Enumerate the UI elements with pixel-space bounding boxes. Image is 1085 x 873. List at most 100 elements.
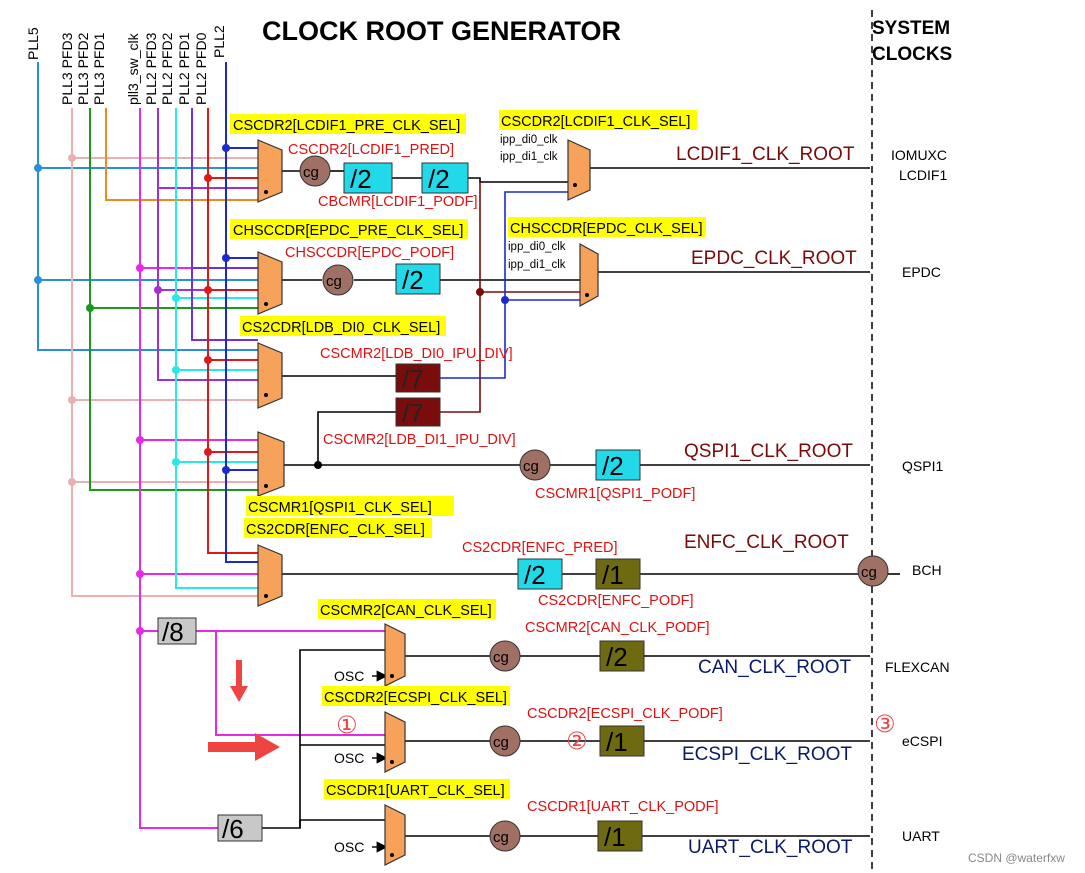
root-epdc: EPDC_CLK_ROOT <box>691 248 857 269</box>
svg-text:cg: cg <box>523 458 539 475</box>
source-label: PLL5 <box>25 27 41 60</box>
svg-text:/2: /2 <box>606 642 628 672</box>
cg-gate <box>322 264 354 296</box>
svg-text:cg: cg <box>861 564 877 581</box>
mux-epdc <box>579 242 599 308</box>
root-enfc: ENFC_CLK_ROOT <box>684 532 849 553</box>
root-ecspi: ECSPI_CLK_ROOT <box>682 744 852 765</box>
divider-box <box>395 263 441 295</box>
mux-epdc-pre <box>257 251 283 315</box>
svg-text:/7: /7 <box>402 398 424 428</box>
reg-lcdif1-podf: CBCMR[LCDIF1_PODF] <box>318 194 478 210</box>
reg-enfc-sel: CS2CDR[ENFC_CLK_SEL] <box>246 522 425 538</box>
watermark: CSDN @waterfxw <box>968 851 1065 865</box>
svg-text:/2: /2 <box>428 164 450 194</box>
reg-can-sel: CSCMR2[CAN_CLK_SEL] <box>320 603 492 619</box>
mux-enfc <box>257 544 283 607</box>
diagram-title: CLOCK ROOT GENERATOR <box>262 16 621 46</box>
signal-wiring <box>262 167 900 837</box>
svg-text:/1: /1 <box>604 822 626 852</box>
ipp-di1-label: ipp_di1_clk <box>508 259 566 271</box>
mux-qspi1 <box>257 431 285 497</box>
reg-ldb-di0-div: CSCMR2[LDB_DI0_IPU_DIV] <box>320 346 513 362</box>
mux-dots <box>264 183 589 857</box>
svg-text:/2: /2 <box>524 560 546 590</box>
reg-lcdif1-pre-sel: CSCDR2[LCDIF1_PRE_CLK_SEL] <box>233 118 460 134</box>
reg-epdc-pre-sel: CHSCCDR[EPDC_PRE_CLK_SEL] <box>233 223 463 239</box>
mux-lcdif1 <box>567 139 591 201</box>
reg-enfc-podf: CS2CDR[ENFC_PODF] <box>538 593 694 609</box>
svg-text:/6: /6 <box>222 814 244 844</box>
reg-ecspi-sel: CSCDR2[ECSPI_CLK_SEL] <box>324 690 507 706</box>
ipp-di0-label: ipp_di0_clk <box>500 134 558 146</box>
reg-ecspi-podf: CSCDR2[ECSPI_CLK_PODF] <box>527 706 723 722</box>
root-qspi1: QSPI1_CLK_ROOT <box>684 441 853 462</box>
reg-epdc-sel: CHSCCDR[EPDC_CLK_SEL] <box>510 221 703 237</box>
osc-label: OSC <box>334 750 364 766</box>
svg-text:cg: cg <box>493 829 509 846</box>
svg-text:/1: /1 <box>606 727 628 757</box>
reg-epdc-podf: CHSCCDR[EPDC_PODF] <box>285 245 454 261</box>
annotation-1: ① <box>336 711 358 739</box>
svg-text:cg: cg <box>303 164 319 181</box>
sys-qspi1: QSPI1 <box>902 458 943 474</box>
divider-box <box>597 820 643 852</box>
reg-can-podf: CSCMR2[CAN_CLK_PODF] <box>525 620 710 636</box>
ipp-di1-label: ipp_di1_clk <box>500 151 558 163</box>
cg-gate <box>489 640 521 672</box>
mux-lcdif1-pre <box>257 139 283 203</box>
sys-bch: BCH <box>912 562 942 578</box>
clock-gates: cg cg cg cg cg cg cg <box>299 155 889 852</box>
reg-lcdif1-pred: CSCDR2[LCDIF1_PRED] <box>288 142 454 158</box>
svg-text:cg: cg <box>493 734 509 751</box>
source-label: PLL2 PFD1 <box>176 32 192 105</box>
root-labels: LCDIF1_CLK_ROOT EPDC_CLK_ROOT QSPI1_CLK_… <box>676 144 857 858</box>
root-uart: UART_CLK_ROOT <box>688 837 853 858</box>
cg-gate <box>299 155 331 187</box>
source-label: PLL3 PFD3 <box>59 32 75 105</box>
junction-dots <box>34 144 230 635</box>
sys-iomuxc: IOMUXC <box>891 147 947 163</box>
mux-ecspi <box>384 711 406 773</box>
system-clock-labels: IOMUXC LCDIF1 EPDC QSPI1 BCH FLEXCAN eCS… <box>885 147 950 844</box>
register-labels: CSCDR2[LCDIF1_PRE_CLK_SEL] CSCDR2[LCDIF1… <box>230 110 723 815</box>
svg-text:cg: cg <box>493 649 509 666</box>
svg-text:/2: /2 <box>350 164 372 194</box>
divider-box <box>599 725 645 757</box>
sys-lcdif1: LCDIF1 <box>899 167 947 183</box>
sys-uart: UART <box>902 828 940 844</box>
source-label: PLL2 PFD0 <box>193 32 209 105</box>
cg-gate <box>519 449 551 481</box>
divider-box <box>595 449 641 481</box>
svg-text:/2: /2 <box>602 451 624 481</box>
mux-can <box>384 623 406 687</box>
divider-box <box>157 617 197 645</box>
mux-uart <box>384 804 406 866</box>
divider-box <box>395 397 441 427</box>
ipp-di0-label: ipp_di0_clk <box>508 241 566 253</box>
annotations: ① ② ③ <box>208 660 896 761</box>
divider-box <box>395 363 441 393</box>
sys-flexcan: FLEXCAN <box>885 659 950 675</box>
source-label: PLL2 PFD2 <box>159 32 175 105</box>
source-label: PLL2 <box>211 25 227 58</box>
divider-box <box>421 162 469 194</box>
divider-box <box>343 162 393 194</box>
system-clocks-title-line2: CLOCKS <box>872 44 952 65</box>
source-label: PLL3 PFD2 <box>75 32 91 105</box>
reg-uart-podf: CSCDR1[UART_CLK_PODF] <box>527 799 719 815</box>
cg-gate <box>857 555 889 587</box>
divider-box <box>217 814 263 842</box>
cg-gate <box>489 725 521 757</box>
source-label: pll3_sw_clk <box>125 32 141 105</box>
sys-epdc: EPDC <box>902 264 941 280</box>
source-labels: PLL5 PLL3 PFD3 PLL3 PFD2 PLL3 PFD1 pll3_… <box>25 25 227 105</box>
svg-text:/8: /8 <box>162 617 184 647</box>
mux-ldb-di0 <box>257 342 283 409</box>
root-lcdif1: LCDIF1_CLK_ROOT <box>676 144 855 165</box>
divider-box <box>517 558 563 590</box>
divider-box <box>599 640 645 672</box>
junction-dot <box>501 296 509 304</box>
root-can: CAN_CLK_ROOT <box>698 657 851 678</box>
